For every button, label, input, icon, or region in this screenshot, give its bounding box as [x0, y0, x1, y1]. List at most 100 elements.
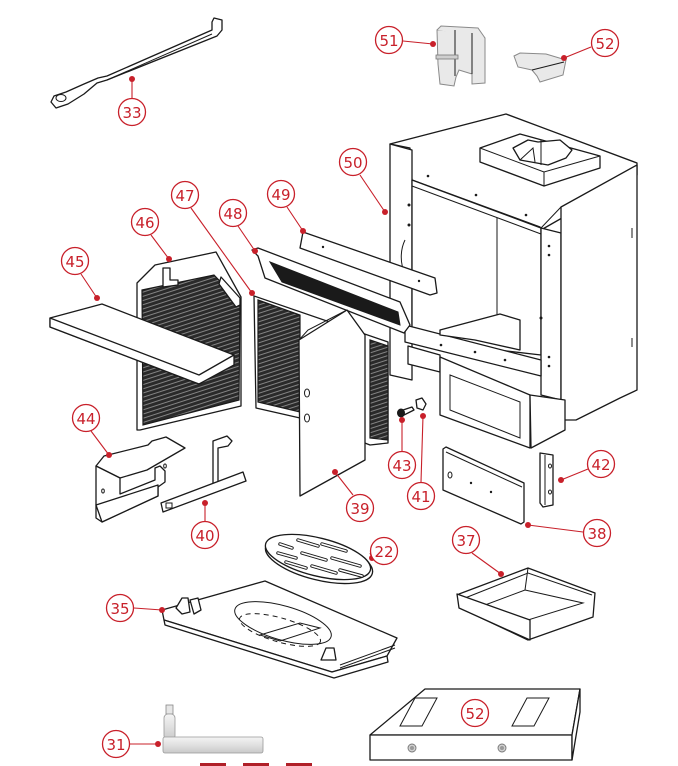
- callout-base-plate: 35: [105, 593, 165, 623]
- callout-number: 47: [175, 187, 194, 205]
- ash-door-part: [442, 446, 525, 525]
- leader-line: [133, 607, 163, 611]
- leader-dot: [155, 741, 161, 747]
- callout-ash-door: 38: [525, 518, 612, 548]
- callout-rear-mesh-panel: 47: [170, 180, 255, 296]
- leader-line: [527, 524, 584, 533]
- nut-part: [415, 397, 427, 411]
- callout-circle: [345, 493, 375, 523]
- leader-line: [560, 468, 589, 481]
- flue-baffle-part: [513, 52, 567, 83]
- callout-number: 35: [110, 600, 129, 618]
- callout-number: 49: [271, 186, 290, 204]
- leader-dot: [300, 228, 306, 234]
- callout-circle: [71, 403, 101, 433]
- callout-ash-pan: 37: [451, 525, 504, 577]
- leader-line: [286, 206, 304, 232]
- baffle-plate-part: [251, 247, 411, 334]
- leader-dot: [561, 55, 567, 61]
- side-plate-part: [298, 309, 366, 497]
- callout-stove-body: 50: [338, 147, 388, 215]
- callout-number: 38: [587, 525, 606, 543]
- callout-circle: [190, 520, 220, 550]
- callout-shelf-brick: 45: [60, 246, 100, 301]
- leader-line: [90, 430, 110, 456]
- red-mark: [286, 763, 312, 766]
- callout-number: 40: [195, 527, 214, 545]
- callout-number: 33: [122, 104, 141, 122]
- callout-bracket-plate: 44: [71, 403, 112, 458]
- leader-line: [237, 225, 256, 252]
- leader-dot: [498, 571, 504, 577]
- callout-side-mesh-panel: 46: [130, 207, 172, 262]
- callout-flue-collar: 51: [374, 25, 436, 55]
- leader-line: [80, 273, 98, 299]
- callout-number: 48: [223, 205, 242, 223]
- leader-dot: [332, 469, 338, 475]
- leader-line: [150, 234, 170, 260]
- callout-circle: [105, 593, 135, 623]
- callout-baffle-plate: 48: [218, 198, 258, 254]
- callout-poker: 33: [117, 76, 147, 127]
- callout-circle: [582, 518, 612, 548]
- callout-number: 46: [135, 214, 154, 232]
- callout-circle: [266, 179, 296, 209]
- callout-number: 50: [343, 154, 362, 172]
- callout-number: 39: [350, 500, 369, 518]
- callout-circle: [170, 180, 200, 210]
- callout-number: 22: [374, 543, 393, 561]
- callout-top-deflector-bracket: 49: [266, 179, 306, 234]
- callout-circle: [406, 481, 436, 511]
- bolt-part: [397, 406, 415, 418]
- callout-circle: [590, 28, 620, 58]
- flue-collar-part: [435, 25, 486, 87]
- callout-circle: [387, 450, 417, 480]
- leader-line: [563, 46, 592, 59]
- top-deflector-bracket-part: [299, 231, 438, 296]
- callout-circle: [586, 449, 616, 479]
- callout-circle: [374, 25, 404, 55]
- callout-side-plate: 39: [332, 469, 375, 523]
- leader-dot: [159, 607, 165, 613]
- leader-dot: [382, 209, 388, 215]
- leader-dot: [420, 413, 426, 419]
- callout-circle: [101, 729, 131, 759]
- leader-dot: [399, 417, 405, 423]
- shelf-brick-part: [49, 303, 235, 385]
- leader-line: [420, 415, 424, 483]
- callout-circle: [117, 97, 147, 127]
- base-plate-part: [161, 580, 398, 679]
- callout-number: 51: [379, 32, 398, 50]
- callout-number: 42: [591, 456, 610, 474]
- hinge-bracket-part: [539, 452, 554, 508]
- callout-support-bar: 40: [190, 500, 220, 550]
- callout-number: 44: [76, 410, 95, 428]
- leader-line: [471, 552, 502, 575]
- leader-line: [359, 174, 386, 213]
- callout-number: 41: [411, 488, 430, 506]
- callout-number: 37: [456, 532, 475, 550]
- callout-nut: 41: [406, 413, 436, 511]
- callout-flue-baffle: 52: [561, 28, 620, 61]
- leader-dot: [249, 290, 255, 296]
- leader-dot: [129, 76, 135, 82]
- ash-pan-part: [456, 567, 596, 641]
- callout-number: 52: [595, 35, 614, 53]
- support-bar-part: [160, 435, 247, 513]
- callout-number: 43: [392, 457, 411, 475]
- leader-dot: [252, 248, 258, 254]
- callout-bolt: 43: [387, 417, 417, 480]
- leader-dot: [558, 477, 564, 483]
- leader-dot: [106, 452, 112, 458]
- callout-circle: [460, 698, 490, 728]
- callout-circle: [369, 536, 399, 566]
- leader-dot: [525, 522, 531, 528]
- callout-hinge-bracket: 42: [558, 449, 616, 483]
- bracket-plate-part: [95, 436, 186, 523]
- callout-circle: [451, 525, 481, 555]
- leader-dot: [166, 256, 172, 262]
- callout-handle-tool: 31: [101, 729, 161, 759]
- callout-number: 52: [465, 705, 484, 723]
- callout-number: 45: [65, 253, 84, 271]
